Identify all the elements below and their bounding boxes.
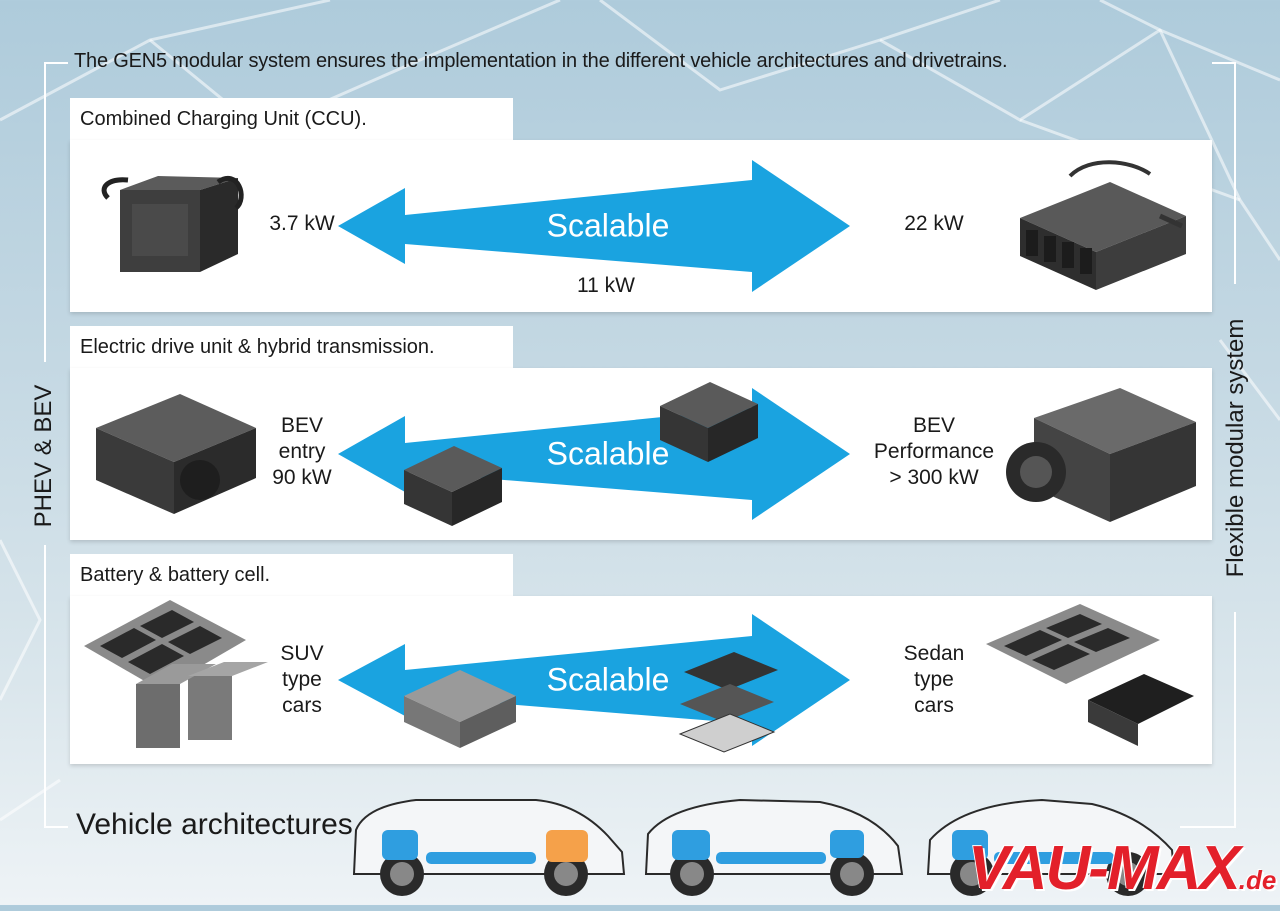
ccu-min-power: 3.7 kW: [269, 212, 335, 235]
frame-bottom-right-line: [1180, 826, 1236, 828]
right-side-label: Flexible modular system: [1222, 318, 1249, 578]
battery-pack-suv-image: [84, 600, 246, 690]
left-side-label: PHEV & BEV: [30, 384, 57, 528]
drive-unit-right-image: [1006, 388, 1196, 522]
drive-unit-panel-title: Electric drive unit & hybrid transmissio…: [70, 326, 513, 368]
vehicle-architectures-label: Vehicle architectures: [76, 808, 353, 841]
ccu-panel: Scalable 3.7 kW 11 kW 22 kW: [70, 140, 1212, 312]
scalable-arrow: [338, 160, 850, 292]
scalable-label: Scalable: [546, 207, 670, 244]
scalable-label: Scalable: [546, 661, 670, 698]
battery-module-image: [404, 670, 516, 748]
vehicle-sports-architecture: [926, 798, 1176, 896]
header-caption: The GEN5 modular system ensures the impl…: [74, 50, 1008, 72]
battery-panel-title: Battery & battery cell.: [70, 554, 513, 596]
ccu-panel-title: Combined Charging Unit (CCU).: [70, 98, 513, 140]
frame-bottom-left-line: [44, 826, 68, 828]
ccu-large-unit-image: [1020, 160, 1186, 290]
ccu-mid-power: 11 kW: [577, 274, 635, 297]
battery-cells-image: [136, 662, 268, 748]
frame-right-upper-line: [1234, 62, 1236, 284]
battery-pack-sedan-image: [986, 604, 1194, 746]
watermark-logo: VAU-MAX.de: [968, 834, 1277, 903]
frame-top-left-line: [44, 62, 68, 64]
frame-right-lower-line: [1234, 612, 1236, 828]
frame-top-right-line: [1212, 62, 1236, 64]
battery-module-exploded-image: [678, 652, 778, 753]
drive-unit-mid-image: [660, 382, 758, 462]
vehicle-sedan-architecture: [644, 798, 904, 896]
ccu-small-unit-image: [101, 175, 244, 272]
vehicle-suv-architecture: [352, 799, 626, 896]
ccu-max-power: 22 kW: [904, 212, 964, 235]
frame-left-upper-line: [44, 62, 46, 362]
frame-left-lower-line: [44, 545, 46, 828]
drive-unit-small-image: [404, 446, 502, 526]
drive-unit-left-image: [96, 394, 256, 514]
scalable-label: Scalable: [546, 435, 670, 472]
